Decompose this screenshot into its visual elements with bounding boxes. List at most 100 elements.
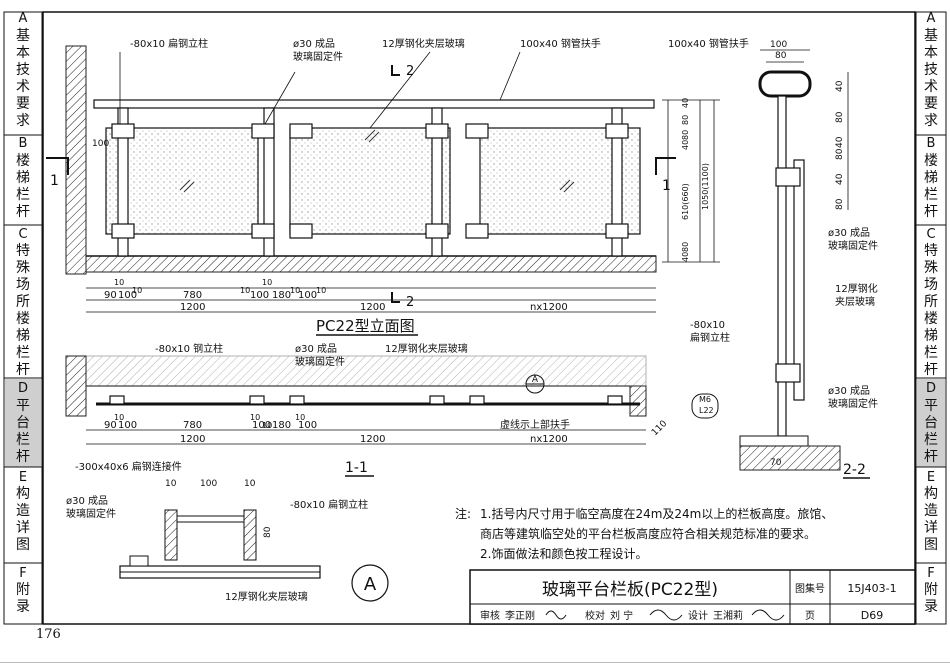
detail-a-mark: A [364, 574, 377, 595]
title-block-design-label: 设计 [688, 609, 708, 622]
sidebar-right-text-a-char: 求 [924, 113, 938, 129]
section-dim-right-1: 40 [835, 80, 845, 92]
sidebar-left-text-a-char: 本 [16, 45, 30, 61]
plan-dim-bottom-2: 1200 [360, 434, 385, 445]
elevation-dim-bottom-2: 1200 [360, 302, 385, 313]
title-block-atlas-label: 图集号 [795, 582, 825, 595]
sidebar-right-text-c-char: 所 [924, 294, 938, 310]
elevation-label-glass-fixer-line: ø30 成品 [293, 38, 335, 50]
title-block-review-label: 审核 [480, 609, 500, 622]
sidebar-right-text-a-char: 基 [924, 27, 938, 44]
sidebar-left-text-a-char: 要 [16, 96, 30, 112]
section-dim-right-4: 80 [835, 148, 845, 160]
sidebar-left-letter-f: F [19, 566, 26, 581]
signature-designer [751, 609, 785, 621]
plan-dim-mid-2: 100 [118, 420, 137, 431]
notes-prefix: 注: [455, 506, 471, 521]
elevation-wall [65, 45, 87, 275]
sidebar-left-letter-b: B [19, 136, 28, 151]
plan-dim-top-2: 10 [250, 413, 260, 422]
elevation-dim-top-1: 10 [114, 278, 124, 287]
elevation-side-mark-right: 1 [662, 178, 671, 194]
sidebar-left-letter-d: D [18, 381, 28, 396]
elevation-vdim-2: 80 [681, 115, 690, 125]
elevation-dim-mid-2: 100 [118, 290, 137, 301]
sidebar-left-text-f-char: 附 [16, 582, 30, 598]
page-number: 176 [36, 627, 61, 642]
section-dim-top-1: 100 [770, 40, 787, 50]
title-block-title: 玻璃平台栏板(PC22型) [542, 580, 718, 600]
section-label-anchor-line: L22 [699, 406, 714, 415]
title-block-atlas-number: 15J403-1 [847, 582, 896, 595]
sidebar-right-text-d-char: 平 [924, 398, 938, 414]
plan-dim-bottom-1: 1200 [180, 434, 205, 445]
sidebar-left-text-b-char: 杆 [16, 204, 30, 220]
detail-a-label-glass-fixer-line: 玻璃固定件 [66, 507, 116, 520]
sidebar-left-letter-a: A [19, 11, 28, 26]
sidebar-left-text-e-char: 详 [16, 520, 30, 536]
section-label-glass: 12厚钢化夹层玻璃 [835, 282, 878, 308]
plan-dim-top-1: 10 [114, 413, 124, 422]
notes: 注: 1.括号内尺寸用于临空高度在24m及24m以上的栏板高度。旅馆、 商店等建… [455, 506, 833, 561]
detail-a-label-glass: 12厚钢化夹层玻璃 [225, 590, 308, 603]
plan-dim-top-3: 10 [262, 421, 272, 430]
sidebar-left-text-e-char: 图 [16, 537, 30, 553]
sidebar-right-text-f-char: 录 [924, 599, 938, 615]
elevation-dim-top-3: 10 [240, 286, 250, 295]
section-title: 2-2 [843, 462, 866, 478]
section-label-glass-line: 夹层玻璃 [835, 295, 875, 308]
title-block-page-value: D69 [861, 609, 883, 622]
plan-label-flat-post: -80x10 钢立柱 [155, 342, 223, 355]
section-handrail [758, 70, 812, 98]
plan-label-glass-fixer-line: ø30 成品 [295, 343, 337, 355]
sidebar-right-letter-a: A [927, 11, 936, 26]
sidebar-right-letter-c: C [926, 227, 935, 242]
elevation-section-mark-bottom: 2 [406, 295, 414, 310]
elevation-dim-mid-1: 90 [104, 290, 117, 301]
sidebar-left-text-d-char: 栏 [16, 432, 30, 448]
detail-a-label-flat-post: -80x10 扁钢立柱 [290, 498, 368, 511]
glass-panel-2 [289, 127, 451, 235]
elevation-vdim-5: 610(660) [681, 183, 690, 220]
notes-item-1: 1.括号内尺寸用于临空高度在24m及24m以上的栏板高度。旅馆、 [480, 506, 833, 521]
elevation-vdim-1: 40 [681, 98, 690, 108]
sidebar-left-text-b-char: 楼 [16, 153, 30, 169]
elevation-post-3 [431, 107, 443, 257]
title-block-reviewer: 李正刚 [505, 609, 535, 622]
section-dim-bottom: 70 [770, 458, 782, 468]
elevation-dim-bottom-1: 1200 [180, 302, 205, 313]
plan-dim-mid-6: 100 [298, 420, 317, 431]
section-label-glass-fixer-2-line: ø30 成品 [828, 385, 870, 397]
elevation-vdim-3: 80 [681, 130, 690, 140]
sidebar-right-text-c-char: 栏 [924, 345, 938, 361]
section-label-handrail: 100x40 钢管扶手 [668, 37, 749, 50]
sidebar-right-text-e-char: 详 [924, 520, 938, 536]
elevation-post-2 [263, 107, 275, 257]
title-block: 玻璃平台栏板(PC22型) 图集号 15J403-1 审核 李正刚 校对 刘 宁… [469, 569, 916, 625]
plan-label-glass: 12厚钢化夹层玻璃 [385, 342, 468, 355]
notes-item-2: 商店等建筑临空处的平台栏板高度应符合相关规范标准的要求。 [480, 526, 816, 541]
section-label-glass-fixer-1-line: ø30 成品 [828, 227, 870, 239]
sidebar-left-active [5, 379, 41, 467]
elevation-label-glass-fixer-line: 玻璃固定件 [293, 50, 343, 63]
sidebar-right-text-b-char: 杆 [924, 204, 938, 220]
section-label-flat-post-line: 扁钢立柱 [690, 331, 730, 344]
sidebar-left-text-c-char: 栏 [16, 345, 30, 361]
sidebar-right-text-f-char: 附 [924, 582, 938, 598]
elevation-vdim-7: 80 [681, 242, 690, 252]
sidebar-right-letter-e: E [927, 470, 935, 485]
plan-dim-mid-3: 780 [183, 420, 202, 431]
section-post [777, 95, 787, 437]
sidebar-left-text-f: 附录 [16, 582, 30, 615]
